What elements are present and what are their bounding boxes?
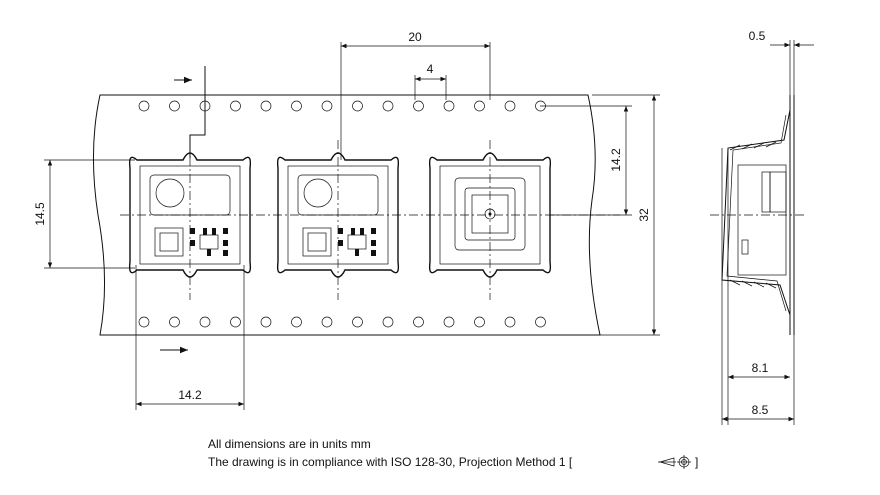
sprocket-hole xyxy=(260,100,272,112)
sprocket-hole xyxy=(321,100,333,112)
carrier-tape-outline xyxy=(92,94,601,336)
dim-pocket-depth: 8.1 xyxy=(752,361,769,375)
sprocket-hole xyxy=(504,316,516,328)
sprocket-hole xyxy=(199,316,211,328)
sprocket-hole xyxy=(352,316,363,328)
sprocket-hole xyxy=(382,316,394,328)
dim-pitch-hole: 4 xyxy=(427,62,434,76)
sprocket-hole xyxy=(443,316,455,328)
sprocket-hole xyxy=(474,316,485,328)
sprocket-hole xyxy=(474,100,485,112)
first-angle-projection-icon xyxy=(658,455,691,469)
sprocket-hole xyxy=(443,100,455,112)
sprocket-holes-bottom xyxy=(138,316,546,328)
sprocket-hole xyxy=(169,316,180,328)
sprocket-hole xyxy=(291,316,302,328)
note-compliance-close: ] xyxy=(695,455,698,469)
sprocket-hole xyxy=(230,100,241,112)
dim-total-depth: 8.5 xyxy=(752,403,769,417)
dim-hole-to-pocket: 14.2 xyxy=(609,148,623,172)
dim-pocket-width: 14.2 xyxy=(178,388,202,402)
sprocket-hole xyxy=(260,316,272,328)
dim-pocket-height: 14.5 xyxy=(33,202,47,226)
sprocket-hole xyxy=(352,100,363,112)
sprocket-hole xyxy=(291,100,302,112)
side-view xyxy=(710,95,805,335)
sprocket-hole xyxy=(138,316,150,328)
dim-pitch-pocket: 20 xyxy=(408,30,422,44)
sprocket-hole xyxy=(535,316,546,328)
note-compliance: The drawing is in compliance with ISO 12… xyxy=(208,455,573,469)
dim-tape-thickness: 0.5 xyxy=(749,29,766,43)
sprocket-hole xyxy=(413,100,424,112)
sprocket-hole xyxy=(382,100,394,112)
sprocket-hole xyxy=(413,316,424,328)
dim-tape-width: 32 xyxy=(637,208,651,222)
note-units: All dimensions are in units mm xyxy=(208,437,371,451)
sprocket-hole xyxy=(169,100,180,112)
sprocket-hole xyxy=(504,100,516,112)
sprocket-hole xyxy=(138,100,150,112)
sprocket-holes-top xyxy=(138,100,546,112)
sprocket-hole xyxy=(230,316,241,328)
sprocket-hole xyxy=(321,316,333,328)
